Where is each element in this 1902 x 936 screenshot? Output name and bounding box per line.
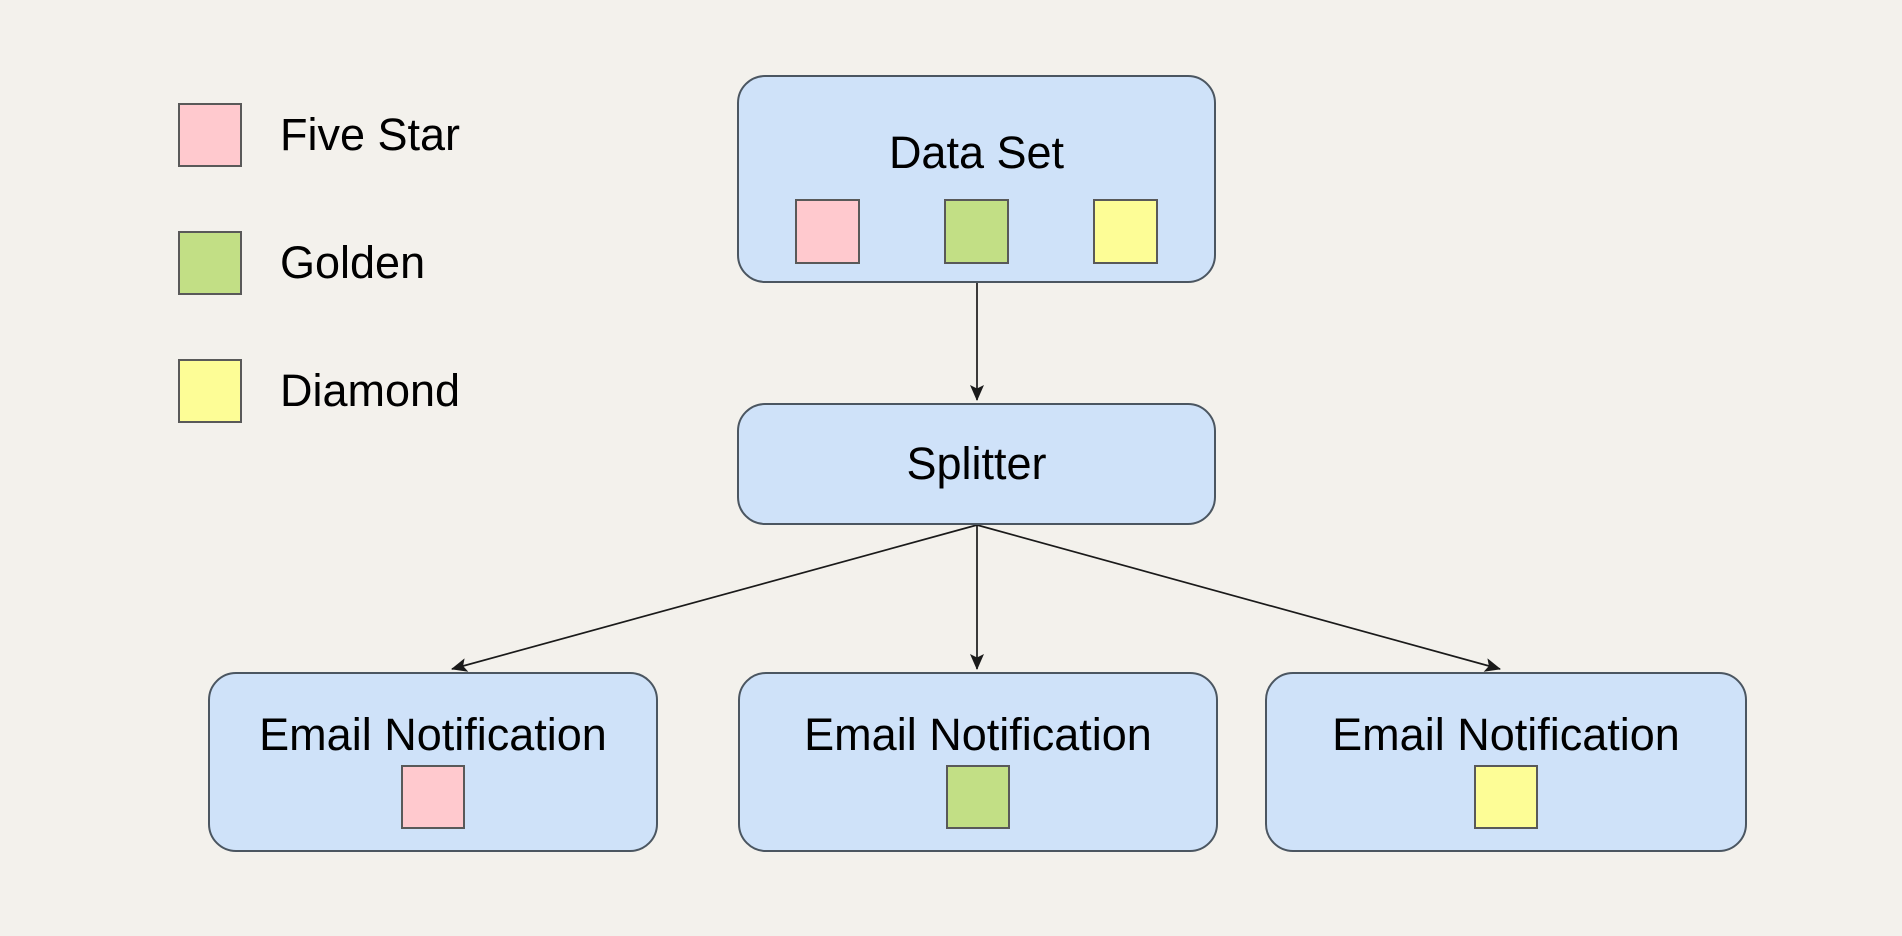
email-1-five-star-swatch	[401, 765, 465, 829]
node-email-notification-diamond[interactable]: Email Notification	[1265, 672, 1747, 852]
legend-label-five-star: Five Star	[280, 109, 461, 160]
edge-splitter-to-email-3	[976, 524, 1501, 672]
node-splitter-label: Splitter	[906, 438, 1047, 489]
five-star-swatch	[178, 102, 242, 167]
edge-splitter-to-email-1	[451, 524, 978, 672]
data-set-golden-swatch	[944, 199, 1009, 264]
data-set-diamond-swatch	[1093, 199, 1158, 264]
diamond-swatch	[178, 358, 242, 423]
node-data-set[interactable]: Data Set	[737, 75, 1216, 283]
data-set-swatch-row	[795, 199, 1158, 264]
node-email-1-label: Email Notification	[259, 709, 607, 760]
node-email-notification-golden[interactable]: Email Notification	[738, 672, 1218, 852]
node-data-set-label: Data Set	[888, 127, 1065, 178]
node-email-2-label: Email Notification	[804, 709, 1152, 760]
data-set-five-star-swatch	[795, 199, 860, 264]
node-email-3-label: Email Notification	[1332, 709, 1680, 760]
node-email-notification-five-star[interactable]: Email Notification	[208, 672, 658, 852]
legend-label-diamond: Diamond	[280, 365, 461, 416]
node-splitter[interactable]: Splitter	[737, 403, 1216, 525]
legend-item-golden: Golden	[178, 230, 425, 295]
email-2-golden-swatch	[946, 765, 1010, 829]
legend-item-five-star: Five Star	[178, 102, 460, 167]
golden-swatch	[178, 230, 242, 295]
legend-label-golden: Golden	[280, 237, 426, 288]
email-3-diamond-swatch	[1474, 765, 1538, 829]
legend-item-diamond: Diamond	[178, 358, 460, 423]
